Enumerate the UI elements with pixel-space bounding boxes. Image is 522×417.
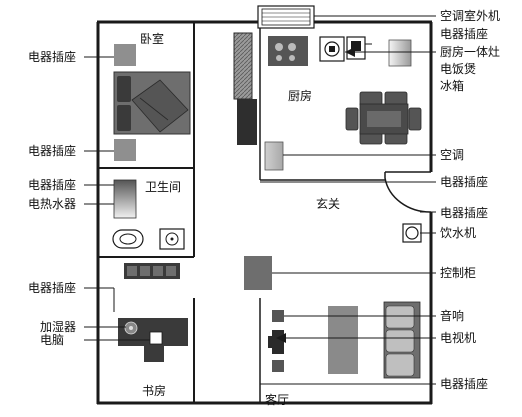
bookshelf — [124, 263, 180, 279]
control-cabinet — [244, 256, 272, 290]
label-outlet-entrance-1: 电器插座 — [440, 175, 489, 189]
kitchen-outlet-device — [346, 36, 366, 60]
label-outlet-living: 电器插座 — [440, 377, 489, 391]
speaker — [272, 310, 284, 322]
wardrobe — [233, 32, 253, 100]
label-ac-outdoor-unit: 空调室外机 — [440, 9, 501, 23]
right-leader-lines — [260, 15, 436, 385]
entrance-door — [384, 172, 432, 213]
water-dispenser — [402, 223, 422, 243]
label-humidifier: 加湿器 — [40, 320, 77, 334]
label-air-conditioner: 空调 — [440, 148, 465, 162]
stove-arrow — [345, 47, 355, 57]
label-outlet-entrance-2: 电器插座 — [440, 206, 489, 220]
label-outlet-study: 电器插座 — [28, 281, 77, 295]
dining-table — [345, 91, 422, 145]
room-bedroom: 卧室 — [140, 32, 165, 46]
fridge — [388, 39, 412, 67]
coffee-table — [328, 306, 358, 374]
outlet-bedroom-top — [114, 44, 136, 66]
room-living: 客厅 — [265, 393, 290, 407]
washbasin — [159, 228, 185, 250]
label-outlet-bathroom: 电器插座 — [28, 178, 77, 192]
speaker-lower — [272, 360, 284, 372]
room-bathroom: 卫生间 — [145, 180, 182, 194]
tv — [268, 330, 284, 354]
bed — [113, 71, 191, 135]
label-speaker: 音响 — [440, 309, 465, 323]
label-fridge: 冰箱 — [440, 79, 465, 93]
label-computer: 电脑 — [40, 333, 65, 347]
wardrobe-lower — [237, 99, 257, 145]
label-kitchen-stove: 厨房一体灶 — [440, 45, 501, 59]
electric-water-heater — [113, 179, 137, 219]
kitchen-stove — [268, 36, 308, 66]
label-outlet-bedroom-bottom: 电器插座 — [28, 144, 77, 158]
sofa — [383, 301, 421, 379]
tv-arrow — [276, 333, 286, 343]
label-tv: 电视机 — [440, 331, 477, 345]
air-conditioner — [264, 141, 284, 171]
room-study: 书房 — [142, 384, 167, 398]
label-outlet-bedroom-top: 电器插座 — [28, 50, 77, 64]
walls — [96, 20, 433, 405]
left-leader-lines — [84, 56, 150, 341]
room-entrance: 玄关 — [316, 197, 341, 211]
ac-outdoor-unit — [257, 5, 315, 29]
rice-cooker — [319, 36, 345, 62]
toilet — [112, 229, 144, 249]
room-kitchen: 厨房 — [288, 89, 313, 103]
outlet-bedroom-bottom — [114, 139, 136, 161]
label-rice-cooker: 电饭煲 — [440, 62, 477, 76]
label-water-dispenser: 饮水机 — [440, 226, 477, 240]
label-control-cabinet: 控制柜 — [440, 266, 477, 280]
label-water-heater: 电热水器 — [28, 197, 77, 211]
desk — [118, 318, 188, 362]
label-outlet-kitchen: 电器插座 — [440, 27, 489, 41]
